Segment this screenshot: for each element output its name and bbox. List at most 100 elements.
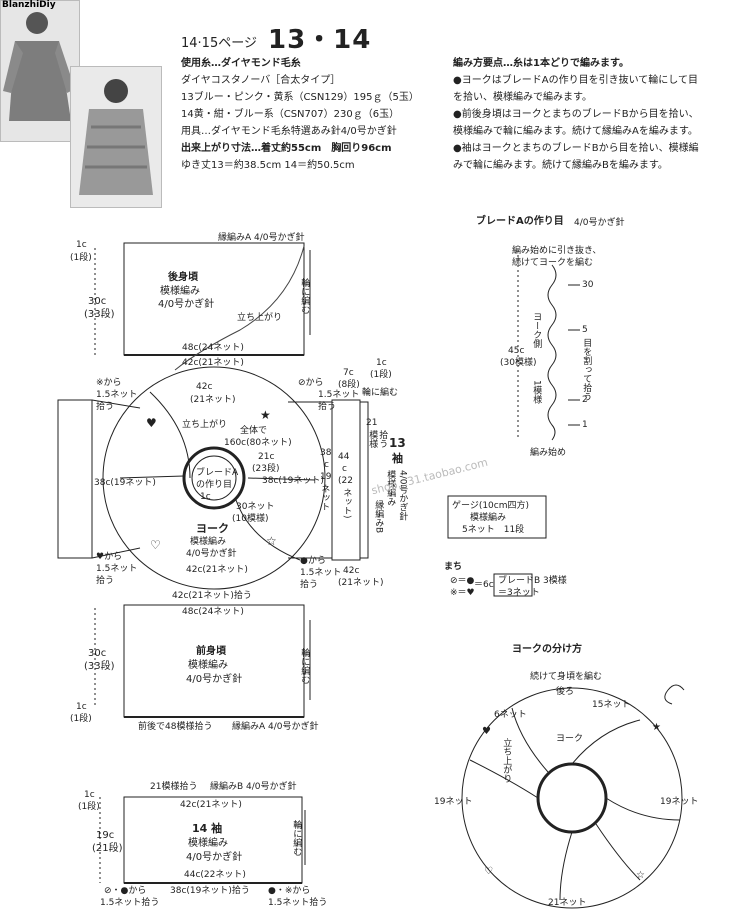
instructions-line-4: ●前後身頃はヨークとまちのブレードBから目を拾い、	[453, 109, 699, 120]
yoke-split-back: 後ろ	[556, 687, 575, 697]
sleeve13-w: 21	[366, 418, 378, 428]
sleeve14-from-right: ●・※から	[268, 886, 311, 896]
sleeve13-loop: 輪に編む	[362, 388, 399, 398]
sleeve13-c1: 1c	[376, 358, 387, 368]
page-label: 14·15ページ	[181, 36, 257, 51]
front-body-height: 30c	[88, 648, 107, 659]
back-body-top-rows: (1段)	[70, 253, 92, 263]
sleeve13-pick-2b: 拾う	[300, 580, 319, 590]
heart-mark-icon: ♥	[146, 416, 157, 430]
left-sleeve-pick-2: 1.5ネット	[96, 564, 138, 574]
instructions-line-7: みで輪に編みます。続けて縁編みBを編みます。	[453, 160, 668, 171]
front-body-bot-h: 1c	[76, 702, 87, 712]
yoke-side-right: 38c(19ネット)	[262, 476, 324, 486]
yoke-bottom: 42c(21ネット)	[186, 565, 248, 575]
sleeve14-pattern: 模様編み	[188, 838, 228, 849]
sleeve13-top-c: 7c	[343, 368, 354, 378]
materials-line-6: 出来上がり寸法…着丈約55cm 胸回り96cm	[181, 143, 392, 154]
sleeve14-pick: 38c(19ネット)拾う	[170, 886, 250, 896]
back-body-edge: 縁編みA 4/0号かぎ針	[218, 233, 305, 243]
front-body-edge: 縁編みA 4/0号かぎ針	[232, 722, 319, 732]
materials-line-7: ゆき丈13＝約38.5cm 14＝約50.5cm	[181, 160, 355, 171]
braid-a-label-2: の作り目	[196, 480, 233, 490]
sleeve14-bottom: 44c(22ネット)	[184, 870, 246, 880]
materials-line-2: ダイヤコスタノーバ［合太タイプ］	[181, 75, 341, 86]
yoke-inner-net: (23段)	[252, 464, 280, 474]
yoke-depth: 30ネット	[236, 502, 275, 512]
yoke-depth-rows: (10模様)	[232, 514, 269, 524]
yoke-outer-circle	[102, 366, 326, 590]
sleeve13-from-2: ●から	[300, 556, 326, 566]
instructions-line-3: を拾い、模様編みで編みます。	[453, 92, 592, 103]
braid-a-hook: 4/0号かぎ針	[574, 218, 625, 228]
sleeve13-net2: ネット	[319, 484, 330, 511]
yoke-split-heart-icon: ♥	[482, 726, 491, 737]
sleeve14-c1: 1c	[84, 790, 95, 800]
gusset-line-1: ⊘＝●	[450, 576, 475, 586]
sleeve13-c1-rows: (1段)	[370, 370, 392, 380]
yoke-split-rise: 立ち上がり	[501, 738, 512, 783]
left-sleeve-pick-1: 1.5ネット	[96, 390, 138, 400]
yoke-title: ヨーク	[196, 522, 229, 535]
yoke-rise: 立ち上がり	[182, 420, 228, 430]
back-body-bottom-b: 42c(21ネット)	[182, 358, 244, 368]
sleeve14-height: 19c	[96, 830, 115, 841]
yoke-split-inner	[536, 762, 608, 834]
yoke-split-cont: 続けて身頃を編む	[530, 672, 603, 682]
braid-a-note-1: 編み始めに引き抜き、	[512, 246, 602, 256]
sleeve14-top: 42c(21ネット)	[180, 800, 242, 810]
front-body-rows: (33段)	[84, 661, 115, 672]
star-outline-icon: ☆	[266, 534, 277, 548]
braid-a-n1: 1	[582, 420, 588, 430]
materials-line-1: 使用糸…ダイヤモンド毛糸	[181, 58, 301, 69]
sleeve13-from-1: ⊘から	[298, 378, 324, 388]
sleeve13-w2: 模様	[367, 430, 378, 448]
sleeve13-title: 袖	[392, 452, 403, 465]
yoke-pattern: 模様編み	[190, 537, 227, 547]
yoke-split-n15: 15ネット	[592, 700, 631, 710]
back-body-bottom-a: 48c(24ネット)	[182, 343, 244, 353]
model-photo-2	[70, 66, 162, 208]
front-body-top: 42c(21ネット)拾う	[172, 591, 252, 601]
front-body-pickup: 前後で48模様拾う	[138, 722, 213, 732]
gauge-line-1: ゲージ(10cm四方)	[452, 501, 530, 511]
sleeve14-rows: (21段)	[92, 843, 123, 854]
sleeve14-pick-right: 1.5ネット拾う	[268, 898, 328, 908]
gusset-braid-2: ＝3ネット	[498, 588, 540, 598]
gusset-braid-1: ブレードB 3模様	[498, 576, 567, 586]
yoke-split-n19-right: 19ネット	[660, 797, 699, 807]
yoke-hook: 4/0号かぎ針	[186, 549, 237, 559]
sleeve13-hook: 4/0号かぎ針	[397, 470, 408, 521]
back-body-top-h: 1c	[76, 240, 87, 250]
yoke-split-n6: 6ネット	[494, 710, 527, 720]
sleeve13-top-rows: (8段)	[338, 380, 360, 390]
front-body-hook: 4/0号かぎ針	[186, 674, 243, 685]
sleeve13-h3: 44	[338, 452, 350, 462]
yoke-split-title: ヨークの分け方	[512, 644, 582, 655]
sleeve13-pattern: 模様編み	[385, 470, 396, 506]
instructions-line-2: ●ヨークはブレードAの作り目を引き抜いて輪にして目	[453, 75, 698, 86]
gusset-eq: ＝6c	[474, 580, 494, 590]
sleeve14-hook: 4/0号かぎ針	[186, 852, 243, 863]
yoke-total: 160c(80ネット)	[224, 438, 292, 448]
sleeve13-bot-net: (21ネット)	[338, 578, 384, 588]
sleeve14-pick-left: 1.5ネット拾う	[100, 898, 160, 908]
yoke-total-label: 全体で	[240, 426, 268, 436]
yoke-split-n21: 21ネット	[548, 898, 587, 908]
model-photo-2-figure	[71, 67, 161, 207]
braid-a-h: 45c	[508, 346, 525, 356]
materials-line-5: 用具…ダイヤモンド毛糸特選あみ針4/0号かぎ針	[181, 126, 397, 137]
braid-a-h2: (30模様)	[500, 358, 537, 368]
sleeve13-bot: 42c	[343, 566, 360, 576]
back-body-title: 後身頃	[168, 272, 198, 283]
sleeve13-w3: 拾う	[377, 430, 388, 448]
sleeve14-loop: 輪に編む	[291, 820, 302, 856]
gauge-line-2: 模様編み	[470, 513, 507, 523]
front-body-loop: 輪に編む	[299, 648, 310, 684]
sleeve13-num: 13	[389, 436, 406, 450]
sleeve13-pick-2: 1.5ネット	[300, 568, 342, 578]
yoke-side-left: 38c(19ネット)	[94, 478, 156, 488]
left-sleeve-pick-2b: 拾う	[96, 576, 115, 586]
materials-line-4: 14黄・紺・ブルー系（CSN707）230ｇ（6玉）	[181, 109, 400, 120]
watermark-top: BlanzhiDiy	[2, 0, 56, 10]
